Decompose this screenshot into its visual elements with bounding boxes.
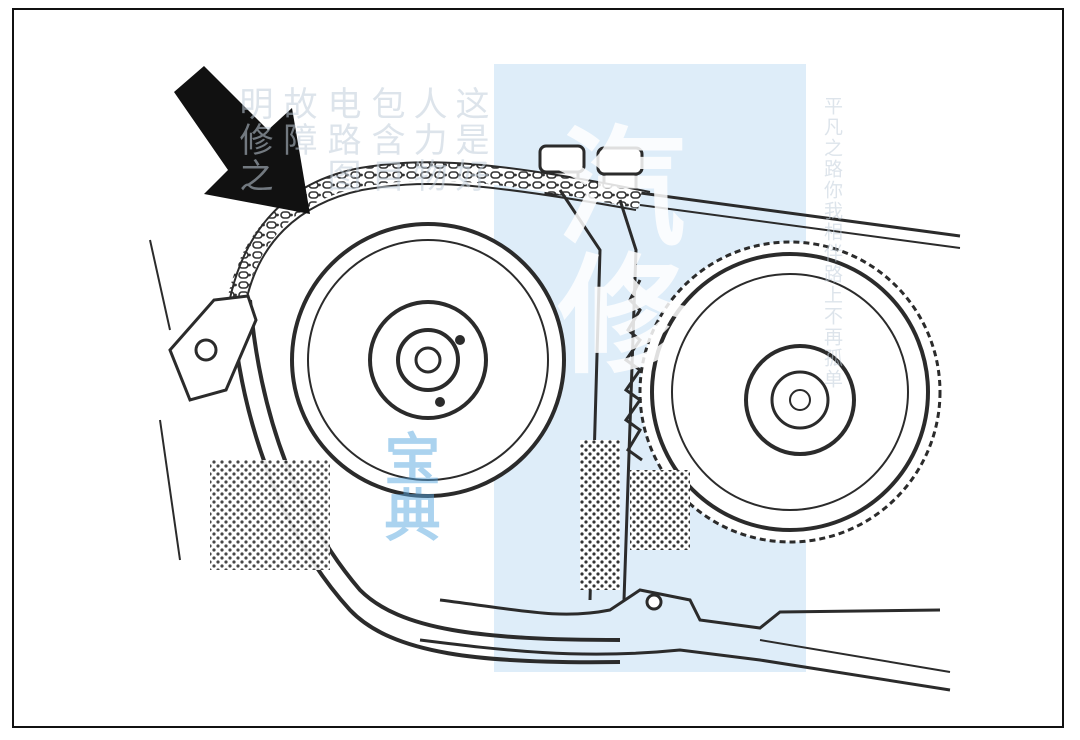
watermark-logo-sub: 宝典 xyxy=(375,430,440,542)
lower-housing xyxy=(439,588,941,630)
chain-tensioner-arm xyxy=(168,294,258,402)
hatched-block-center xyxy=(630,470,690,550)
arrow-indicator xyxy=(174,66,310,214)
camshaft-sprocket-right xyxy=(638,240,942,544)
camshaft-sprocket-left xyxy=(290,222,566,498)
center-chain-section xyxy=(558,189,638,601)
hatched-block-left xyxy=(210,460,330,570)
watermark-text: 包含目 xyxy=(365,86,405,194)
watermark-logo: 汽修 xyxy=(535,120,684,376)
watermark-text: 这是好 xyxy=(449,86,489,194)
watermark-text: 电路图 xyxy=(321,86,361,194)
sprocket-teeth xyxy=(623,279,643,462)
watermark-text: 明修之 xyxy=(233,86,273,194)
watermark-text: 故障 xyxy=(277,86,317,158)
chain-guide-rail xyxy=(248,299,621,642)
timing-chain xyxy=(223,162,642,331)
watermark-text-right: 平凡之路你我相伴路上不再孤单 xyxy=(821,96,843,390)
watermark-text: 人力物 xyxy=(407,86,447,194)
